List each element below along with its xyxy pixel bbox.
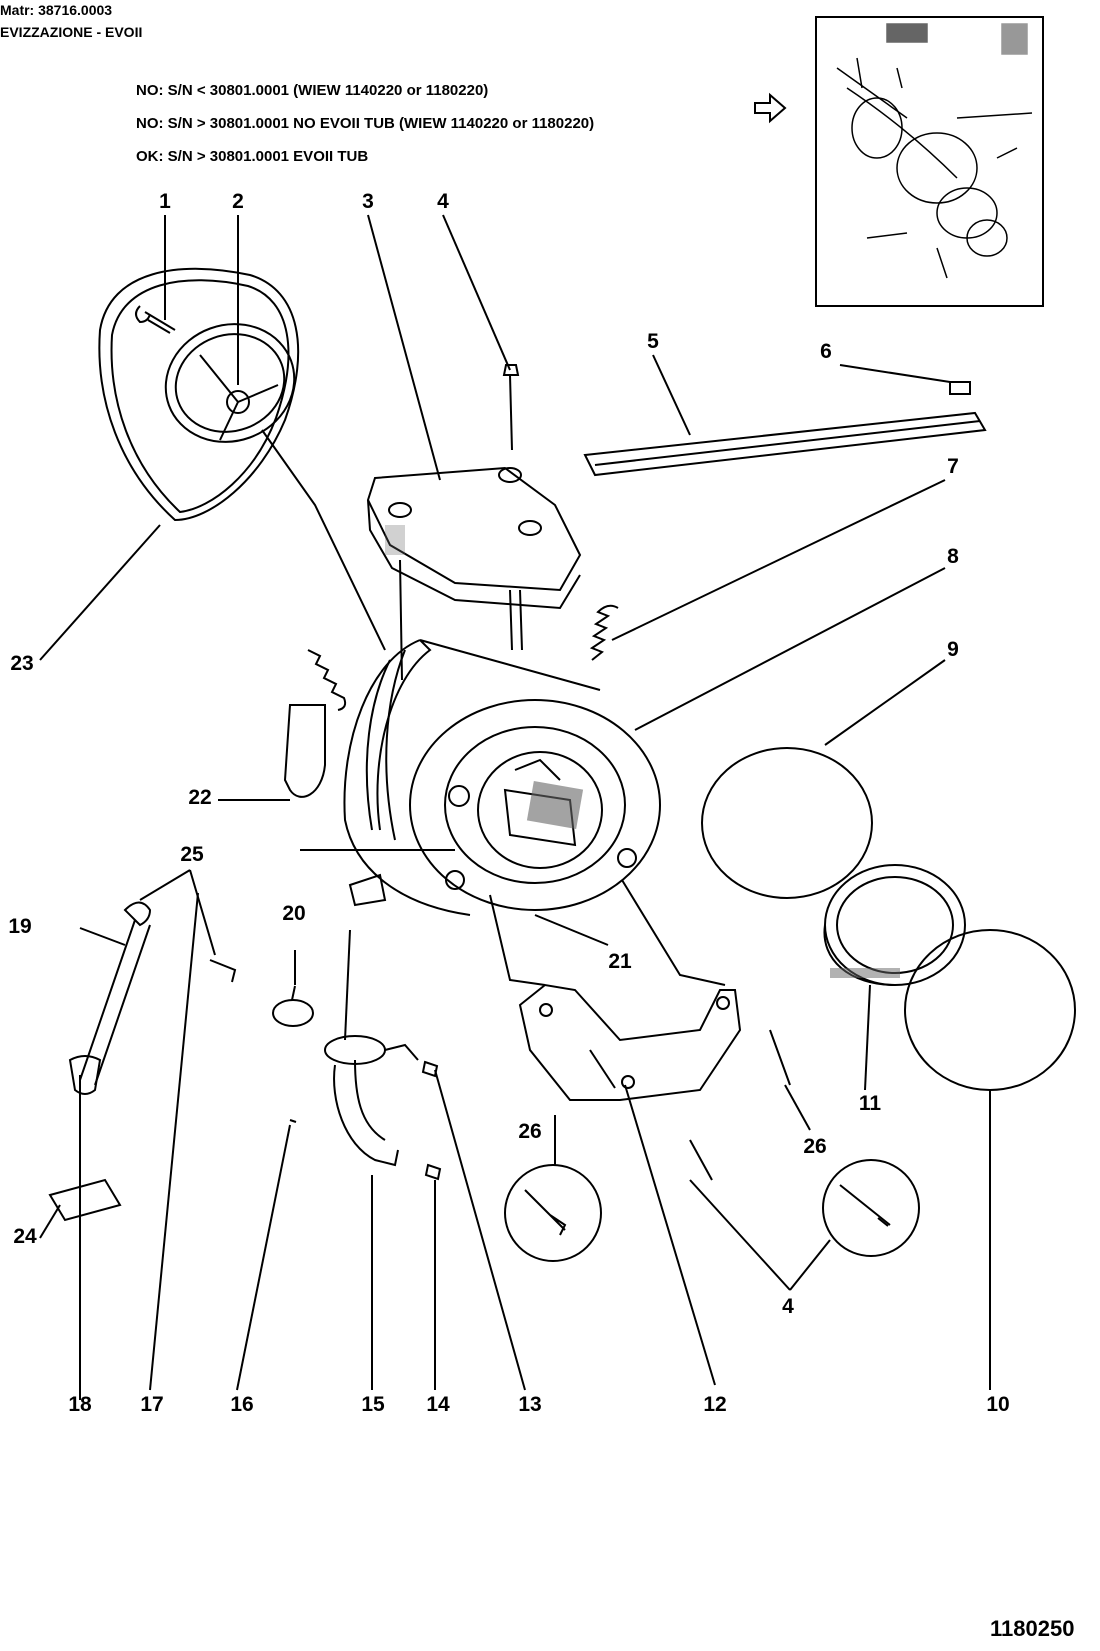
spring-part xyxy=(589,604,619,661)
callout-26-left: 26 xyxy=(518,1120,542,1143)
right-arrow-icon xyxy=(754,92,787,124)
note-1: NO: S/N < 30801.0001 (WIEW 1140220 or 11… xyxy=(136,82,489,99)
bolt-callout-detail xyxy=(822,1159,920,1257)
callout-1: 1 xyxy=(159,190,171,213)
callout-14: 14 xyxy=(426,1393,450,1416)
callout-6: 6 xyxy=(820,340,832,363)
callout-12: 12 xyxy=(703,1393,727,1416)
callout-7: 7 xyxy=(947,455,959,478)
drawing-code: 1180250 xyxy=(990,1616,1075,1641)
bracket-part xyxy=(48,1178,122,1222)
belt-part xyxy=(98,267,300,522)
callout-17: 17 xyxy=(140,1393,164,1416)
note-3: OK: S/N > 30801.0001 EVOII TUB xyxy=(136,148,369,165)
note-2: NO: S/N > 30801.0001 NO EVOII TUB (WIEW … xyxy=(136,115,595,132)
tub-front xyxy=(409,699,661,911)
callout-22: 22 xyxy=(188,786,212,809)
callout-25: 25 xyxy=(180,843,204,866)
callout-5: 5 xyxy=(647,330,659,353)
shock-absorber-part xyxy=(79,919,151,1086)
callout-20: 20 xyxy=(282,902,306,925)
gasket-ring-part xyxy=(701,747,873,899)
screw-callout-detail xyxy=(504,1164,602,1262)
counterweight-part xyxy=(366,466,582,592)
door-seal-part xyxy=(824,864,966,986)
callout-2: 2 xyxy=(232,190,244,213)
callout-13: 13 xyxy=(518,1393,542,1416)
callout-26-right: 26 xyxy=(803,1135,827,1158)
callout-4-top: 4 xyxy=(437,190,449,213)
callout-24: 24 xyxy=(13,1225,37,1248)
callout-16: 16 xyxy=(230,1393,254,1416)
callout-15: 15 xyxy=(361,1393,385,1416)
header-evizzazione: EVIZZAZIONE - EVOII xyxy=(0,24,143,40)
callout-8: 8 xyxy=(947,545,959,568)
bolt-part xyxy=(135,305,176,334)
callout-10: 10 xyxy=(986,1393,1010,1416)
hose-part xyxy=(283,704,326,798)
drain-pump-part xyxy=(333,1064,399,1167)
callout-4-bottom: 4 xyxy=(782,1295,794,1318)
ring-part xyxy=(904,929,1076,1091)
overview-inset xyxy=(815,16,1044,307)
callout-21: 21 xyxy=(608,950,632,973)
pulley-part xyxy=(164,323,296,443)
rail-part xyxy=(583,411,987,477)
bottom-weight-part xyxy=(518,983,742,1101)
callout-19: 19 xyxy=(8,915,32,938)
overview-thumbnail xyxy=(836,23,1033,279)
header-matr: Matr: 38716.0003 xyxy=(0,2,113,18)
callout-11: 11 xyxy=(858,1092,882,1115)
hose-clamp-part xyxy=(272,999,314,1027)
callout-9: 9 xyxy=(947,638,959,661)
callout-3: 3 xyxy=(362,190,374,213)
callout-23: 23 xyxy=(10,652,34,675)
callout-18: 18 xyxy=(68,1393,92,1416)
